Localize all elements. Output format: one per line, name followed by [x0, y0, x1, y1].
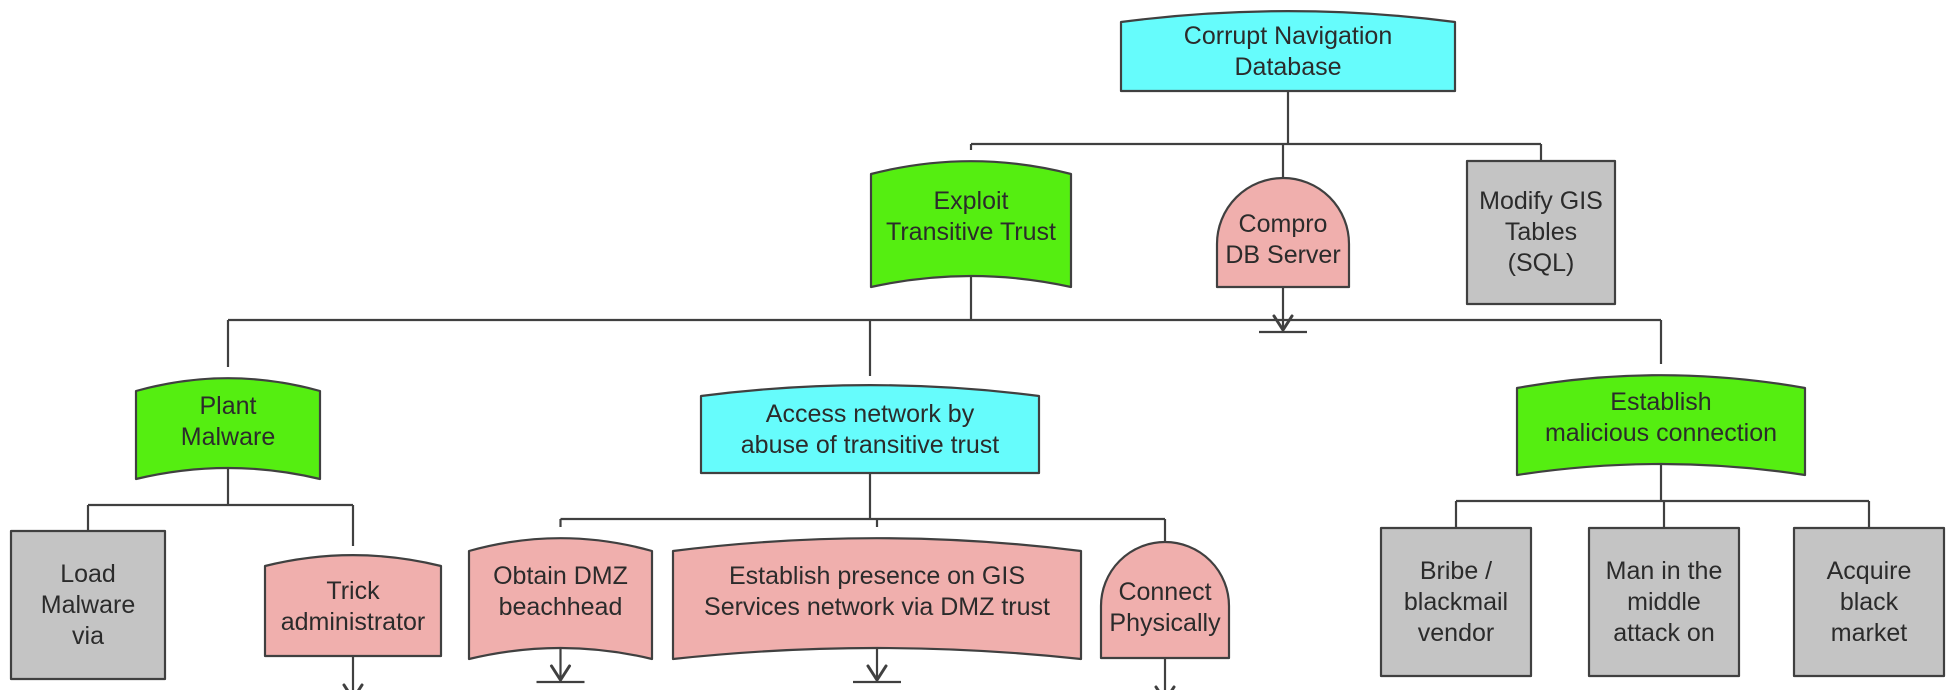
node-shape [467, 537, 654, 661]
node-shape-svg-plant-malware [134, 377, 322, 481]
node-shape [1099, 540, 1231, 660]
node-plant-malware[interactable]: Plant Malware [134, 375, 322, 481]
node-shape [1119, 10, 1457, 93]
node-shape [1792, 526, 1946, 678]
node-shape-svg-root [1119, 10, 1457, 93]
node-shape-svg-modify-gis-tables [1465, 159, 1617, 306]
node-load-malware-via[interactable]: Load Malware via [9, 529, 167, 681]
node-shape [1215, 176, 1351, 289]
node-shape-svg-bribe-blackmail-vendor [1379, 526, 1533, 678]
arrow-head-trick-administrator [342, 683, 364, 690]
node-shape [1515, 374, 1807, 477]
node-shape [1587, 526, 1741, 678]
node-shape [869, 160, 1073, 289]
node-modify-gis-tables[interactable]: Modify GIS Tables (SQL) [1465, 159, 1617, 306]
node-shape-svg-man-in-the-middle-attack [1587, 526, 1741, 678]
node-shape-svg-connect-physically [1099, 540, 1231, 660]
node-shape-svg-establish-malicious-connection [1515, 374, 1807, 477]
node-shape-svg-exploit-transitive-trust [869, 160, 1073, 289]
node-shape [1379, 526, 1533, 678]
node-shape-svg-establish-presence-gis [671, 537, 1083, 661]
node-shape-svg-trick-administrator [263, 554, 443, 658]
node-acquire-black-market[interactable]: Acquire black market [1792, 526, 1946, 678]
node-obtain-dmz-beachhead[interactable]: Obtain DMZ beachhead [467, 535, 654, 661]
node-shape-svg-obtain-dmz-beachhead [467, 537, 654, 661]
node-shape [9, 529, 167, 681]
node-shape-svg-compro-db-server [1215, 176, 1351, 289]
node-shape-svg-acquire-black-market [1792, 526, 1946, 678]
node-root[interactable]: Corrupt Navigation Database [1119, 8, 1457, 93]
node-access-network-abuse-trust[interactable]: Access network by abuse of transitive tr… [699, 382, 1041, 475]
node-shape-svg-access-network-abuse-trust [699, 384, 1041, 475]
node-establish-malicious-connection[interactable]: Establish malicious connection [1515, 372, 1807, 477]
node-shape [263, 554, 443, 658]
node-shape [134, 377, 322, 481]
node-connect-physically[interactable]: Connect Physically [1099, 540, 1231, 660]
node-exploit-transitive-trust[interactable]: Exploit Transitive Trust [869, 158, 1073, 289]
node-trick-administrator[interactable]: Trick administrator [263, 552, 443, 658]
node-shape [1465, 159, 1617, 306]
node-shape [671, 537, 1083, 661]
node-compro-db-server[interactable]: Compro DB Server [1215, 176, 1351, 289]
node-shape-svg-load-malware-via [9, 529, 167, 681]
node-shape [699, 384, 1041, 475]
node-establish-presence-gis[interactable]: Establish presence on GIS Services netwo… [671, 535, 1083, 661]
node-bribe-blackmail-vendor[interactable]: Bribe / blackmail vendor [1379, 526, 1533, 678]
node-man-in-the-middle-attack[interactable]: Man in the middle attack on [1587, 526, 1741, 678]
arrow-head-compro-db-server [1272, 314, 1294, 332]
